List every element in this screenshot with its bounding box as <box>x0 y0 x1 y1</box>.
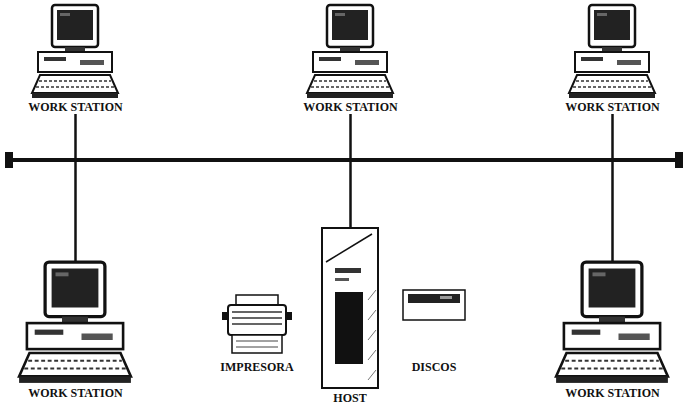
disk-unit-icon <box>403 290 465 320</box>
workstation-icon <box>556 262 668 383</box>
node-label: WORK STATION <box>563 386 662 400</box>
workstation-node: WORK STATION <box>17 262 134 400</box>
node-label: HOST <box>331 391 368 405</box>
workstation-node: WORK STATION <box>298 5 403 114</box>
printer-icon <box>222 295 292 353</box>
workstation-icon <box>569 5 655 98</box>
node-label: WORK STATION <box>26 386 125 400</box>
workstation-icon <box>32 5 118 98</box>
printer-node: IMPRESORA <box>215 295 299 374</box>
bus-drop-line <box>349 114 352 228</box>
bus-drop-line <box>611 114 614 262</box>
workstation-icon <box>307 5 393 98</box>
node-label: WORK STATION <box>301 100 400 114</box>
network-bus <box>12 158 676 162</box>
node-label: WORK STATION <box>26 100 125 114</box>
node-label: IMPRESORA <box>218 360 295 374</box>
workstation-node: WORK STATION <box>23 5 128 114</box>
workstation-node: WORK STATION <box>560 5 665 114</box>
disk-node: DISCOS <box>403 290 465 374</box>
workstation-icon <box>19 262 131 383</box>
bus-drop-line <box>74 114 77 262</box>
host-tower-icon <box>322 228 378 388</box>
bus-terminator <box>5 152 13 168</box>
workstation-node: WORK STATION <box>554 262 671 400</box>
node-label: DISCOS <box>410 360 459 374</box>
host-node: HOST <box>322 228 378 405</box>
bus-terminator <box>675 152 683 168</box>
node-label: WORK STATION <box>563 100 662 114</box>
